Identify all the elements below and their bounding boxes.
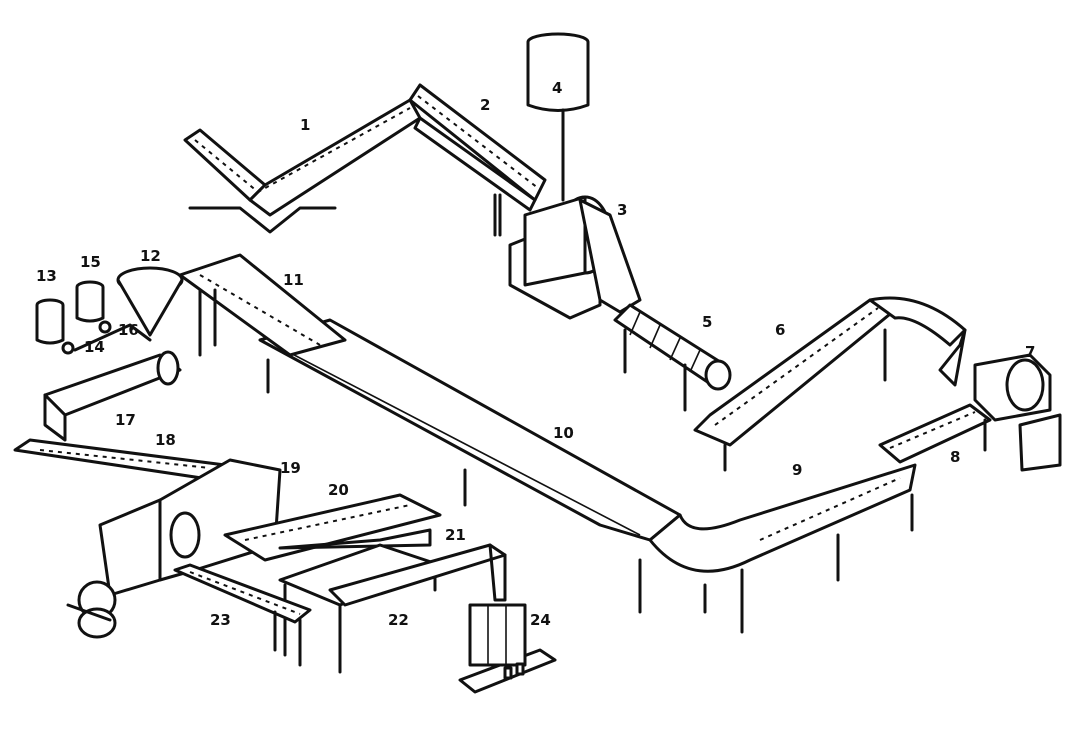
label-20: 20 [328, 481, 349, 499]
washer-drum-3 [508, 195, 642, 320]
conveyor-22 [328, 543, 507, 607]
label-4: 4 [552, 79, 562, 97]
label-17: 17 [115, 411, 136, 429]
conveyor-2 [408, 83, 547, 237]
label-9: 9 [792, 461, 802, 479]
label-12: 12 [140, 247, 161, 265]
conveyor-23 [173, 563, 312, 667]
conveyor-6 [693, 296, 967, 472]
label-21: 21 [445, 526, 466, 544]
label-6: 6 [775, 321, 785, 339]
reference-labels: 1 2 3 4 5 6 7 8 9 10 11 12 13 14 15 16 1… [36, 79, 1035, 629]
tank-15 [73, 280, 152, 352]
packer-24 [458, 603, 557, 694]
label-18: 18 [155, 431, 176, 449]
extruder-17 [43, 350, 182, 442]
label-14: 14 [84, 338, 105, 356]
tank-4 [526, 32, 590, 202]
label-13: 13 [36, 267, 57, 285]
label-3: 3 [617, 201, 627, 219]
peeler-drum-5 [613, 303, 732, 412]
conveyor-1 [183, 98, 422, 234]
label-23: 23 [210, 611, 231, 629]
label-22: 22 [388, 611, 409, 629]
label-8: 8 [950, 448, 960, 466]
label-24: 24 [530, 611, 551, 629]
conveyor-11 [178, 253, 347, 357]
conveyor-8 [878, 403, 992, 464]
label-16: 16 [118, 321, 139, 339]
label-10: 10 [553, 424, 574, 442]
tank-13 [35, 298, 75, 355]
label-19: 19 [280, 459, 301, 477]
label-1: 1 [300, 116, 310, 134]
label-11: 11 [283, 271, 304, 289]
label-7: 7 [1025, 343, 1035, 361]
hopper-12 [116, 266, 184, 337]
conveyor-18 [13, 438, 227, 482]
label-5: 5 [702, 313, 712, 331]
label-15: 15 [80, 253, 101, 271]
conveyor-20 [223, 493, 442, 562]
motor-7 [973, 353, 1062, 472]
label-2: 2 [480, 96, 490, 114]
